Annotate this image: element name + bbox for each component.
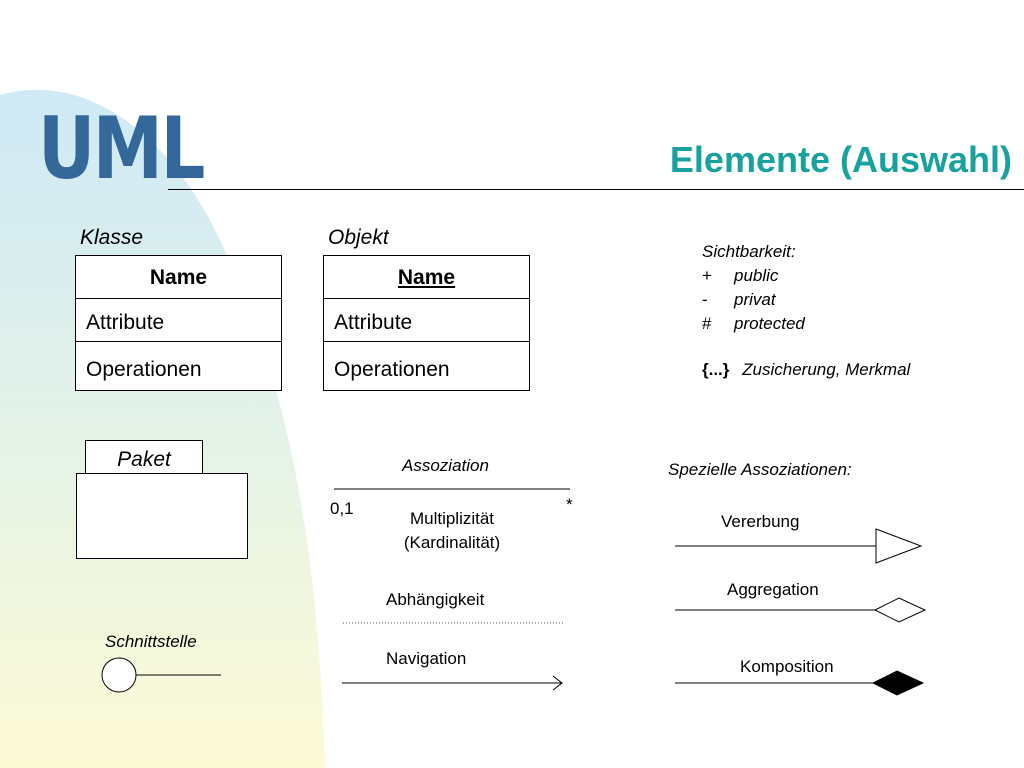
object-operations: Operationen [334,358,450,381]
visibility-label: public [734,266,779,285]
navigation-arrowhead [552,675,563,691]
multiplicity-right: * [566,495,573,514]
multiplicity-note: Multiplizität (Kardinalität) [372,507,532,555]
visibility-label: privat [734,290,776,309]
object-attributes: Attribute [324,299,529,342]
dependency-label: Abhängigkeit [386,590,485,609]
class-attributes: Attribute [76,299,281,342]
uml-logo: UML [38,99,205,199]
visibility-label: protected [734,314,805,333]
visibility-item: + public [702,264,805,288]
object-box: Name Attribute Operationen [323,255,530,391]
composition-label: Komposition [740,657,834,676]
class-operations: Operationen [86,358,202,381]
constraint-note: {...} Zusicherung, Merkmal [702,360,910,380]
visibility-title: Sichtbarkeit: [702,242,796,261]
cardinality-label: (Kardinalität) [403,533,501,552]
object-name-text: Name [397,266,456,289]
composition-diamond [871,670,925,696]
aggregation-label: Aggregation [727,580,819,599]
inheritance-triangle [875,528,923,564]
constraint-symbol: {...} [702,360,730,379]
special-associations-title: Spezielle Assoziationen: [668,460,852,479]
aggregation-diamond [873,597,927,623]
visibility-item: - privat [702,288,805,312]
inheritance-label: Vererbung [721,512,800,531]
klasse-label: Klasse [80,226,144,249]
constraint-label: Zusicherung, Merkmal [742,360,911,379]
package-tab: Paket [85,440,203,473]
visibility-symbol: - [702,290,708,309]
visibility-symbol: + [702,266,712,285]
multiplicity-left: 0,1 [330,499,354,518]
objekt-label: Objekt [328,226,389,249]
class-name: Name [76,256,281,299]
interface-label: Schnittstelle [105,632,197,651]
multiplicity-label: Multiplizität [409,509,495,528]
interface-circle [101,657,137,693]
navigation-label: Navigation [386,649,467,668]
class-box: Name Attribute Operationen [75,255,282,391]
association-label: Assoziation [402,456,489,475]
title-divider [168,189,1024,190]
page-title: Elemente (Auswahl) [669,139,1012,180]
package-body [76,473,248,559]
visibility-symbol: # [702,314,712,333]
visibility-list: Sichtbarkeit: + public - privat # protected [702,240,805,336]
object-name: Name [324,256,529,299]
visibility-item: # protected [702,312,805,336]
